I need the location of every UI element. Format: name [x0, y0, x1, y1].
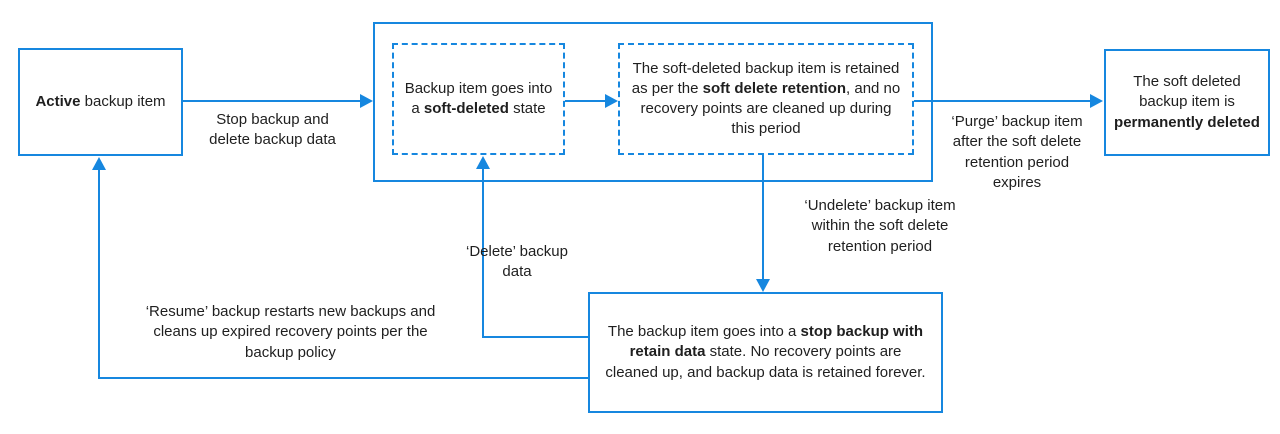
node-soft-delete-retention: The soft-deleted backup item is retained… [618, 43, 914, 155]
text-segment: state. No recovery points are cleaned up… [605, 343, 926, 381]
node-soft-deleted-state-label: Backup item goes into a soft-deleted sta… [404, 79, 553, 120]
arrow-stop-delete-head-icon [360, 94, 373, 108]
text-segment: The soft-deleted backup item is retained… [631, 59, 900, 97]
text-segment: Active [35, 92, 81, 110]
node-active-backup-item: Active backup item [18, 48, 183, 156]
arrow-resume-hline [98, 377, 589, 379]
text-segment: , and no recovery points are cleaned up … [640, 79, 901, 138]
arrow-stop-delete-line [183, 100, 363, 102]
arrow-delete-hline [482, 336, 589, 338]
arrow-soft-to-retention-line [565, 100, 607, 102]
arrow-resume-head-icon [92, 157, 106, 170]
text-segment: stop backup with retain data [629, 323, 924, 361]
edge-label-purge: ‘Purge’ backup item after the soft delet… [951, 113, 1083, 191]
edge-label-undelete: ‘Undelete’ backup item within the soft d… [804, 197, 956, 255]
arrow-soft-to-retention-head-icon [605, 94, 618, 108]
text-segment: backup item [80, 92, 166, 110]
arrow-purge-line [914, 100, 1092, 102]
text-segment: Backup item goes into a [404, 79, 553, 117]
edge-label-stop-and-delete: Stop backup and delete backup data [209, 111, 336, 149]
arrow-delete-vline [482, 168, 484, 338]
node-soft-deleted-state: Backup item goes into a soft-deleted sta… [392, 43, 565, 155]
node-soft-delete-retention-label: The soft-deleted backup item is retained… [630, 59, 902, 140]
text-segment: The soft deleted backup item is [1133, 73, 1241, 111]
text-segment: soft-deleted [423, 100, 509, 117]
text-segment: The backup item goes into a [607, 323, 801, 341]
arrow-purge-head-icon [1090, 94, 1103, 108]
edge-label-resume: ‘Resume’ backup restarts new backups and… [145, 303, 436, 361]
node-stop-backup-retain-data-label: The backup item goes into a stop backup … [604, 322, 927, 383]
node-active-backup-item-label: Active backup item [35, 92, 165, 112]
text-segment: permanently deleted [1114, 113, 1260, 131]
edge-label-delete: ‘Delete’ backup data [465, 243, 568, 281]
arrow-resume-vline [98, 169, 100, 379]
arrow-delete-head-icon [476, 156, 490, 169]
text-segment: state [508, 100, 546, 117]
node-stop-backup-retain-data: The backup item goes into a stop backup … [588, 292, 943, 413]
text-segment: soft delete retention [702, 79, 847, 97]
arrow-undelete-head-icon [756, 279, 770, 292]
node-permanently-deleted-label: The soft deleted backup item is permanen… [1114, 72, 1260, 133]
arrow-undelete-line [762, 155, 764, 279]
node-permanently-deleted: The soft deleted backup item is permanen… [1104, 49, 1270, 156]
